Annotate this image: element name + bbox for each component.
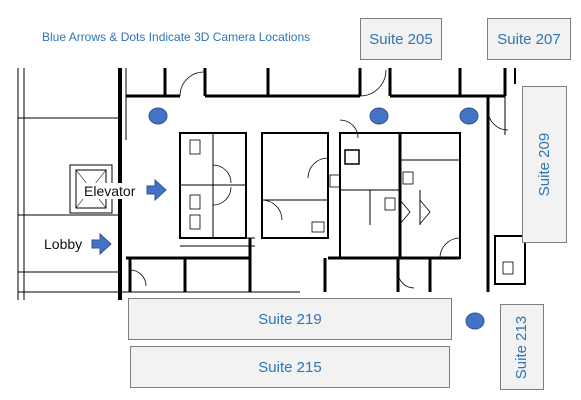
suite-205-label: Suite 205 bbox=[369, 30, 433, 48]
camera-arrows bbox=[91, 178, 167, 256]
suite-207-label: Suite 207 bbox=[497, 30, 561, 48]
suite-213: Suite 213 bbox=[500, 304, 544, 390]
suite-215: Suite 215 bbox=[130, 346, 450, 388]
camera-dot bbox=[465, 312, 485, 330]
camera-dot bbox=[369, 107, 389, 125]
camera-dot bbox=[459, 107, 479, 125]
suite-215-label: Suite 215 bbox=[258, 358, 322, 376]
elevator-label: Elevator bbox=[82, 183, 138, 199]
camera-arrow bbox=[91, 232, 112, 256]
suite-209: Suite 209 bbox=[522, 86, 567, 243]
suite-209-label: Suite 209 bbox=[536, 132, 554, 197]
camera-dot bbox=[148, 107, 168, 125]
camera-dots bbox=[148, 107, 485, 330]
lobby-label: Lobby bbox=[42, 236, 85, 252]
suite-219-label: Suite 219 bbox=[258, 310, 322, 328]
suite-219: Suite 219 bbox=[128, 298, 452, 340]
legend-text: Blue Arrows & Dots Indicate 3D Camera Lo… bbox=[42, 30, 311, 44]
camera-arrow bbox=[146, 178, 167, 202]
suite-207: Suite 207 bbox=[487, 18, 571, 60]
suite-213-label: Suite 213 bbox=[513, 315, 531, 379]
suite-205: Suite 205 bbox=[360, 18, 442, 60]
